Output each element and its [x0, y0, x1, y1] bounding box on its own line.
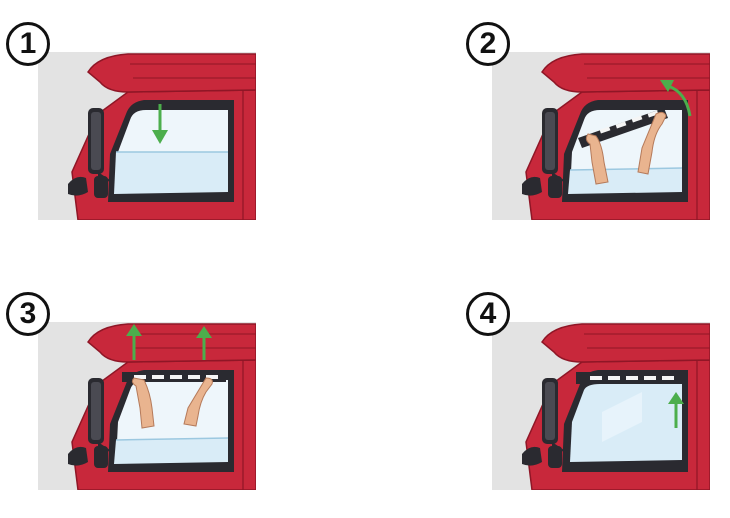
step-number-4: 4	[466, 292, 510, 336]
wind-deflector	[578, 108, 668, 148]
arrow-down-icon	[152, 104, 168, 144]
curved-arrow-icon	[660, 80, 692, 117]
wind-deflector	[576, 372, 688, 384]
arrow-up-icon	[668, 392, 684, 428]
wind-deflector	[122, 372, 226, 382]
hand-icon	[585, 111, 667, 185]
step-4-illustration	[492, 322, 710, 490]
arrow-up-icon	[126, 324, 142, 360]
step-3-illustration	[38, 322, 256, 490]
hand-icon	[131, 377, 213, 429]
step-2-illustration	[492, 52, 710, 220]
step-number-2: 2	[466, 22, 510, 66]
step-1-illustration	[38, 52, 256, 220]
step-number-3: 3	[6, 292, 50, 336]
step-number-1: 1	[6, 22, 50, 66]
arrow-up-icon	[196, 326, 212, 360]
